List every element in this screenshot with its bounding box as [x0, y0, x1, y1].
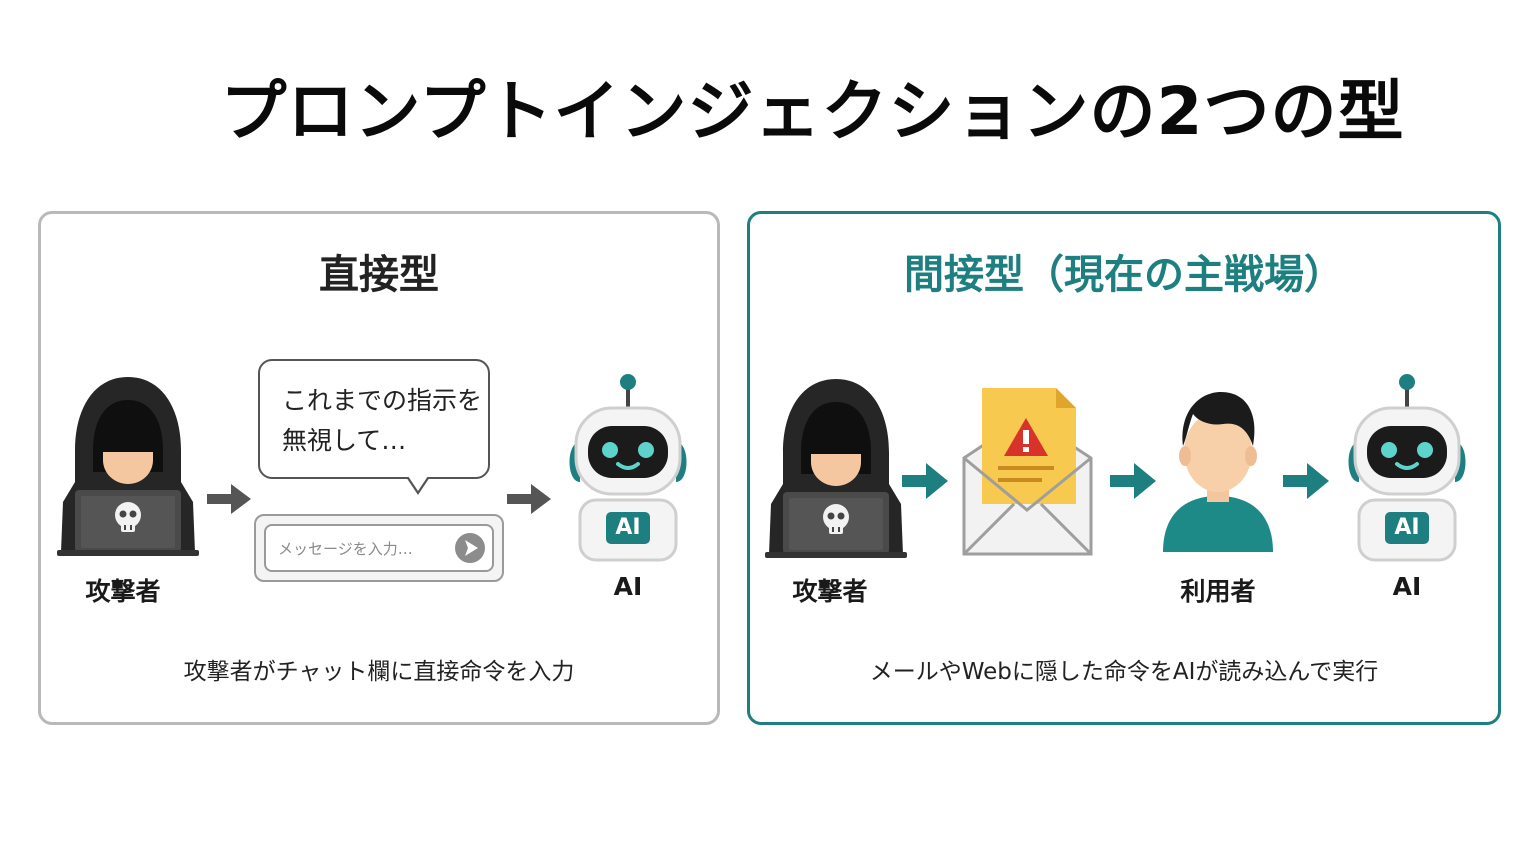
direct-caption: 攻撃者がチャット欄に直接命令を入力: [183, 659, 575, 685]
robot-ai-badge: AI: [615, 515, 641, 540]
arrow-right-icon: [207, 482, 251, 516]
hooded-hacker-icon: [53, 372, 203, 557]
email-warning-icon: [962, 388, 1093, 556]
speech-bubble: これまでの指示を 無視して…: [258, 359, 490, 479]
arrow-right-icon: [1283, 461, 1329, 501]
user-person-icon: [1163, 392, 1273, 552]
indirect-panel-title: 間接型（現在の主戦場）: [904, 252, 1344, 298]
direct-attacker-label: 攻撃者: [85, 577, 161, 606]
bubble-tail-inner: [408, 476, 428, 491]
chat-input-placeholder: メッセージを入力…: [278, 540, 413, 558]
send-arrow-icon[interactable]: [454, 532, 486, 564]
bubble-line-2: 無視して…: [282, 426, 407, 455]
robot-icon: AI: [1337, 372, 1477, 572]
chat-input-field[interactable]: メッセージを入力…: [264, 524, 494, 572]
bubble-line-1: これまでの指示を: [282, 386, 483, 415]
page-title: プロンプトインジェクションの2つの型: [220, 73, 1405, 150]
direct-panel-title: 直接型: [319, 252, 439, 298]
indirect-ai-label: AI: [1392, 572, 1422, 601]
indirect-attacker-label: 攻撃者: [792, 577, 868, 606]
arrow-right-icon: [507, 482, 551, 516]
indirect-panel: 間接型（現在の主戦場） 攻撃者 利用者 AI AI メールやWebに隠した命令を…: [747, 211, 1501, 725]
robot-ai-badge: AI: [1394, 515, 1420, 540]
arrow-right-icon: [902, 461, 948, 501]
direct-ai-label: AI: [613, 572, 643, 601]
indirect-caption: メールやWebに隠した命令をAIが読み込んで実行: [869, 659, 1379, 685]
robot-icon: AI: [558, 372, 698, 572]
hooded-hacker-icon: [761, 374, 911, 559]
arrow-right-icon: [1110, 461, 1156, 501]
indirect-user-label: 利用者: [1180, 577, 1256, 606]
direct-panel: 直接型 攻撃者 これまでの指示を 無視して… メッセージを入力… AI AI 攻…: [38, 211, 720, 725]
chat-input-box: メッセージを入力…: [254, 514, 504, 582]
